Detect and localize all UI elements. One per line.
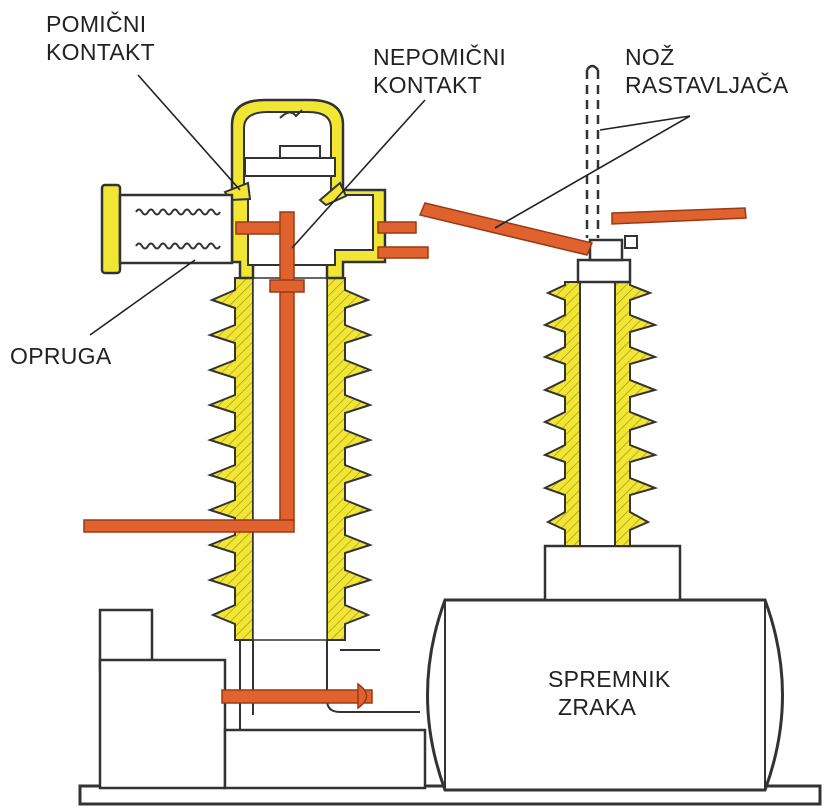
disconnector-blade — [418, 64, 747, 256]
base-plate — [78, 608, 822, 806]
leader-lines — [89, 74, 691, 336]
disconnector-base — [543, 544, 682, 602]
spring-housing — [100, 183, 234, 275]
label-disconnector-blade: NOŽ RASTAVLJAČA — [625, 44, 789, 98]
label-spring: OPRUGA — [10, 343, 112, 369]
conductor — [83, 211, 429, 710]
disconnector-insulator — [542, 238, 659, 547]
breaker-insulator — [207, 277, 420, 730]
label-moving-contact: POMIČNI KONTAKT — [46, 11, 156, 65]
label-air-tank: SPREMNIK ZRAKA — [548, 666, 671, 720]
air-tank — [426, 598, 784, 792]
label-fixed-contact: NEPOMIČNI KONTAKT — [373, 44, 507, 98]
breaker-head — [223, 98, 387, 280]
